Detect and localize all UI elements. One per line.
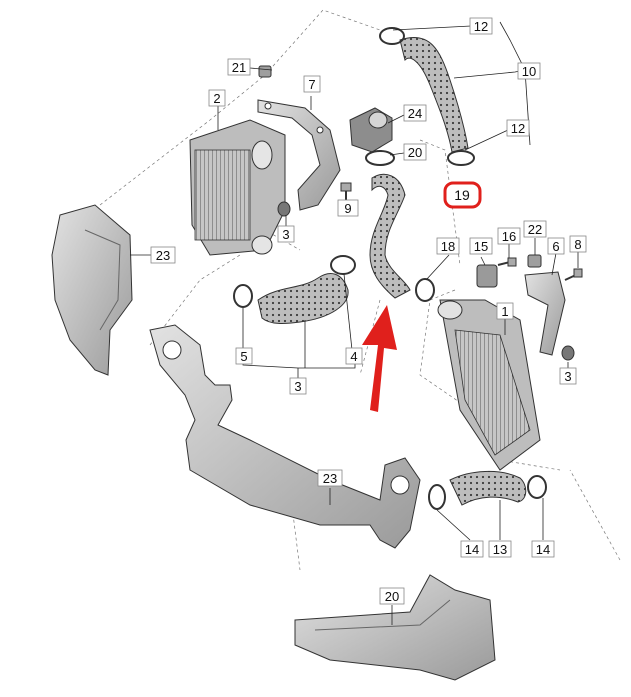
part-23-charge-pipe bbox=[149, 324, 421, 549]
callout-2: 2 bbox=[208, 89, 226, 107]
callout-3-left: 3 bbox=[277, 225, 295, 243]
callout-11: 10 bbox=[517, 62, 541, 80]
callout-9: 8 bbox=[569, 235, 587, 253]
svg-text:20: 20 bbox=[408, 145, 422, 160]
callout-22: 23 bbox=[150, 246, 176, 264]
svg-text:9: 9 bbox=[344, 201, 351, 216]
part-2-intercooler-left bbox=[189, 119, 286, 256]
part-9-bolt bbox=[564, 268, 583, 281]
svg-text:6: 6 bbox=[552, 239, 559, 254]
part-18-clamp bbox=[415, 278, 435, 302]
part-14-clamps bbox=[428, 475, 547, 510]
callout-3-right: 33 bbox=[559, 367, 577, 385]
callout-19: 20 bbox=[403, 143, 427, 161]
part-15-sensor bbox=[476, 264, 498, 288]
part-7-bracket bbox=[524, 271, 566, 356]
part-20-nut-right bbox=[527, 254, 542, 268]
callout-text: 12 bbox=[474, 19, 488, 34]
part-20-nut-left bbox=[258, 65, 272, 78]
callout-12-bottom: 12 bbox=[506, 119, 530, 137]
callout-24: 24 bbox=[403, 104, 427, 122]
part-8-bracket bbox=[257, 99, 341, 211]
svg-text:16: 16 bbox=[502, 229, 516, 244]
part-6-clamp bbox=[233, 284, 253, 308]
part-22-air-guide bbox=[51, 204, 133, 376]
callout-10: 9 bbox=[337, 199, 359, 217]
callout-12-top: 12 bbox=[469, 17, 493, 35]
part-24-connector bbox=[349, 107, 393, 153]
callout-14-left: 1414 bbox=[460, 540, 484, 558]
svg-text:3: 3 bbox=[564, 369, 571, 384]
svg-text:14: 14 bbox=[465, 542, 479, 557]
svg-text:13: 13 bbox=[493, 542, 507, 557]
callout-18: 18 bbox=[436, 237, 460, 255]
svg-text:12: 12 bbox=[511, 121, 525, 136]
svg-text:18: 18 bbox=[441, 239, 455, 254]
svg-text:21: 21 bbox=[232, 60, 246, 75]
part-1-intercooler-right bbox=[437, 299, 541, 471]
part-3-nut-right bbox=[561, 345, 575, 361]
svg-text:23: 23 bbox=[156, 248, 170, 263]
svg-text:14: 14 bbox=[536, 542, 550, 557]
callout-5: 4 bbox=[345, 347, 363, 365]
part-21-air-guide bbox=[294, 574, 496, 681]
part-17-hose bbox=[369, 173, 411, 299]
callout-8: 7 bbox=[303, 75, 321, 93]
callout-7: 6 bbox=[547, 237, 565, 255]
svg-text:8: 8 bbox=[574, 237, 581, 252]
part-5-clamp bbox=[330, 255, 356, 275]
part-12-clamps bbox=[379, 27, 475, 166]
part-19-clamp bbox=[365, 150, 395, 166]
svg-text:20: 20 bbox=[385, 589, 399, 604]
callout-4: 3 bbox=[289, 377, 307, 395]
svg-text:7: 7 bbox=[308, 77, 315, 92]
part-4-hose bbox=[257, 273, 349, 324]
svg-text:2: 2 bbox=[213, 91, 220, 106]
svg-text:24: 24 bbox=[408, 106, 422, 121]
svg-text:15: 15 bbox=[474, 239, 488, 254]
svg-text:4: 4 bbox=[350, 349, 357, 364]
callout-14-right: 14 bbox=[531, 540, 555, 558]
part-13-hose bbox=[449, 470, 527, 506]
callout-1: 1 bbox=[496, 302, 514, 320]
svg-text:10: 10 bbox=[522, 64, 536, 79]
callout-23: 23202023 bbox=[317, 469, 343, 487]
callout-20-right: 22 bbox=[523, 220, 547, 238]
svg-text:19: 19 bbox=[454, 187, 470, 203]
callout-13: 13 bbox=[488, 540, 512, 558]
part-3-nut-left bbox=[277, 201, 291, 217]
red-arrow bbox=[362, 305, 397, 412]
callout-20-left: 21 bbox=[227, 58, 251, 76]
part-11-upper-hose bbox=[399, 36, 469, 153]
callout-text: 23 bbox=[323, 471, 337, 486]
callout-17: 19 bbox=[454, 187, 470, 203]
callout-labels: 12 10 12 21 7 2 24 20 19 9 3 23 18 15 16… bbox=[150, 17, 587, 605]
svg-text:22: 22 bbox=[528, 222, 542, 237]
svg-text:5: 5 bbox=[240, 349, 247, 364]
callout-21: 20 bbox=[379, 587, 405, 605]
callout-15: 15 bbox=[469, 237, 493, 255]
callout-6: 5 bbox=[235, 347, 253, 365]
svg-text:3: 3 bbox=[282, 227, 289, 242]
highlight-ring-17 bbox=[443, 181, 482, 209]
part-16-bolt bbox=[497, 257, 517, 267]
callout-16: 16 bbox=[497, 227, 521, 245]
svg-text:3: 3 bbox=[294, 379, 301, 394]
svg-text:1: 1 bbox=[501, 304, 508, 319]
